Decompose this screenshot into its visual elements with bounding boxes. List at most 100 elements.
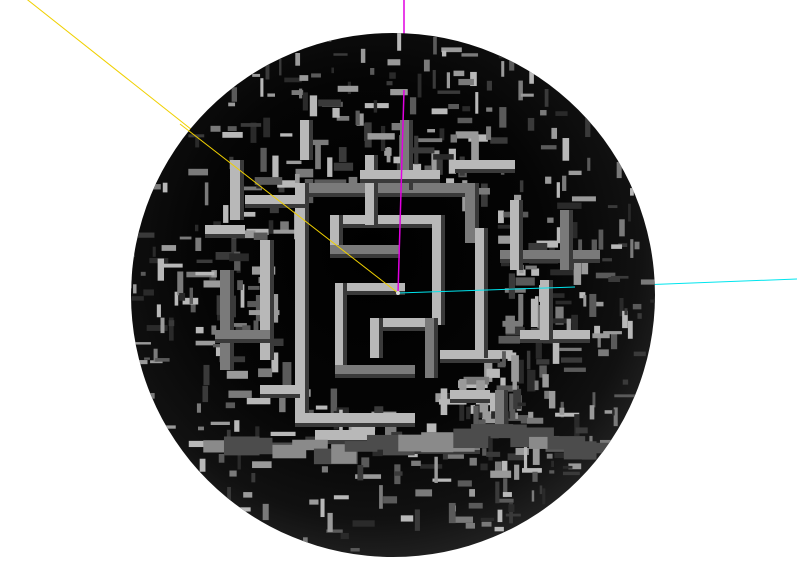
maze-wall: [536, 359, 550, 365]
maze-wall: [140, 271, 146, 276]
maze-wall: [161, 245, 177, 251]
maze-wall: [630, 188, 634, 196]
maze-wall: [367, 133, 395, 140]
maze-wall: [250, 122, 257, 143]
maze-wall-center: [560, 210, 569, 270]
maze-wall: [131, 241, 135, 258]
maze-wall-center: [475, 228, 484, 358]
maze-wall: [390, 89, 408, 96]
maze-wall: [528, 242, 548, 251]
maze-wall: [314, 179, 347, 185]
maze-wall: [546, 453, 553, 459]
maze-wall: [547, 217, 554, 223]
maze-wall: [433, 154, 454, 160]
maze-wall: [149, 393, 155, 399]
maze-wall: [496, 385, 519, 392]
maze-wall: [476, 380, 485, 393]
maze-wall-side: [379, 318, 383, 358]
maze-wall: [534, 380, 539, 391]
maze-wall: [562, 138, 570, 161]
maze-wall: [216, 295, 221, 315]
maze-wall: [521, 468, 542, 473]
maze-wall: [517, 402, 526, 407]
maze-wall: [436, 157, 443, 175]
maze-wall-side: [330, 224, 440, 228]
maze-wall-side: [560, 259, 600, 263]
maze-wall: [195, 326, 204, 334]
maze-wall: [637, 313, 642, 319]
maze-wall: [505, 327, 525, 336]
maze-wall: [237, 450, 241, 470]
maze-wall: [515, 447, 529, 455]
maze-wall: [501, 61, 505, 77]
maze-wall: [594, 325, 601, 337]
maze-wall: [633, 351, 646, 357]
maze-wall: [396, 160, 401, 175]
maze-wall-side: [335, 291, 405, 295]
maze-wall: [520, 93, 534, 97]
maze-wall: [414, 509, 420, 531]
maze-wall: [549, 293, 565, 298]
maze-wall: [470, 405, 475, 414]
maze-wall: [566, 318, 571, 334]
maze-wall: [133, 284, 137, 294]
maze-wall: [545, 176, 552, 184]
maze-wall: [295, 168, 314, 178]
maze-wall: [195, 237, 202, 252]
maze-wall: [457, 117, 473, 124]
maze-wall: [445, 454, 464, 459]
maze-wall: [498, 55, 509, 59]
maze-wall: [627, 320, 633, 339]
maze-wall: [222, 131, 243, 138]
maze-wall: [196, 259, 213, 264]
maze-wall: [446, 72, 451, 89]
maze-wall: [612, 409, 615, 416]
maze-wall: [210, 125, 221, 132]
maze-wall: [589, 293, 597, 317]
maze-wall-side: [455, 169, 515, 173]
maze-wall: [481, 521, 492, 527]
maze-wall: [302, 92, 308, 111]
maze-wall: [458, 78, 474, 86]
maze-wall-center: [335, 283, 343, 373]
maze-wall: [195, 340, 216, 346]
maze-wall: [630, 239, 634, 258]
maze-wall: [507, 453, 525, 461]
maze-wall-center: [440, 350, 500, 359]
maze-wall: [223, 205, 229, 223]
maze-wall: [453, 516, 474, 523]
maze-wall: [432, 478, 452, 482]
maze-wall: [228, 390, 252, 398]
maze-wall: [350, 548, 360, 552]
maze-wall: [622, 310, 628, 329]
maze-wall: [574, 414, 580, 437]
maze-wall: [269, 206, 279, 214]
maze-wall-side: [434, 318, 438, 378]
maze-wall: [332, 107, 340, 118]
maze-wall-side: [450, 399, 490, 403]
maze-wall-center: [500, 250, 560, 259]
maze-wall-side: [504, 390, 508, 430]
maze-wall: [473, 405, 479, 426]
maze-wall: [268, 220, 274, 234]
maze-wall: [448, 103, 459, 110]
maze-wall: [554, 452, 566, 459]
maze-wall: [514, 464, 520, 480]
maze-wall: [202, 385, 209, 403]
maze-wall: [517, 359, 524, 384]
maze-wall: [190, 301, 196, 313]
maze-wall: [231, 87, 238, 102]
maze-wall: [431, 108, 448, 115]
maze-wall: [260, 78, 264, 97]
maze-wall: [539, 485, 543, 495]
maze-wall: [361, 457, 370, 468]
maze-wall: [203, 364, 210, 386]
maze-wall: [179, 293, 186, 301]
maze-wall: [486, 80, 492, 91]
maze-wall: [440, 388, 448, 416]
maze-wall: [508, 273, 516, 299]
maze-wall: [284, 77, 302, 83]
maze-wall: [237, 280, 243, 291]
maze-wall: [258, 368, 273, 378]
